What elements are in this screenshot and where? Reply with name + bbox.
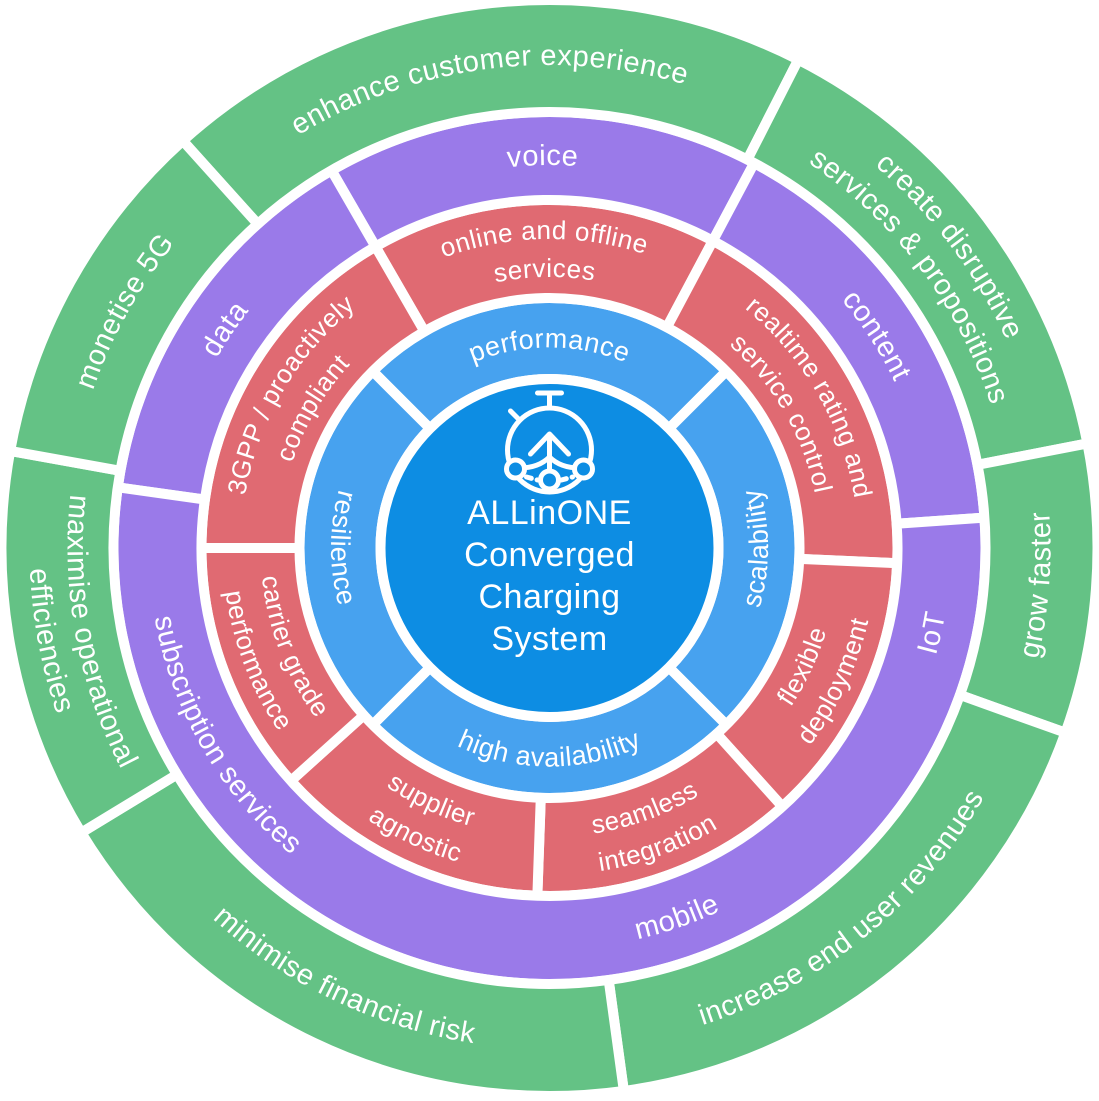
center-title-line2: Converged bbox=[464, 536, 635, 574]
network-node-0 bbox=[504, 457, 527, 481]
label-online-and-offline-services-line2: services bbox=[491, 253, 598, 288]
segment-business-outcomes-6 bbox=[5, 135, 263, 476]
center-title-line1: ALLinONE bbox=[467, 494, 632, 532]
ring-service-types bbox=[108, 107, 991, 989]
network-node-1 bbox=[538, 468, 561, 492]
stopwatch-branching-network-icon bbox=[504, 390, 595, 495]
label-voice: voice bbox=[506, 140, 580, 174]
center-title-line3: Charging bbox=[479, 578, 621, 616]
center-title-line4: System bbox=[491, 620, 607, 658]
network-node-2 bbox=[572, 457, 595, 481]
center-disc bbox=[375, 374, 724, 722]
